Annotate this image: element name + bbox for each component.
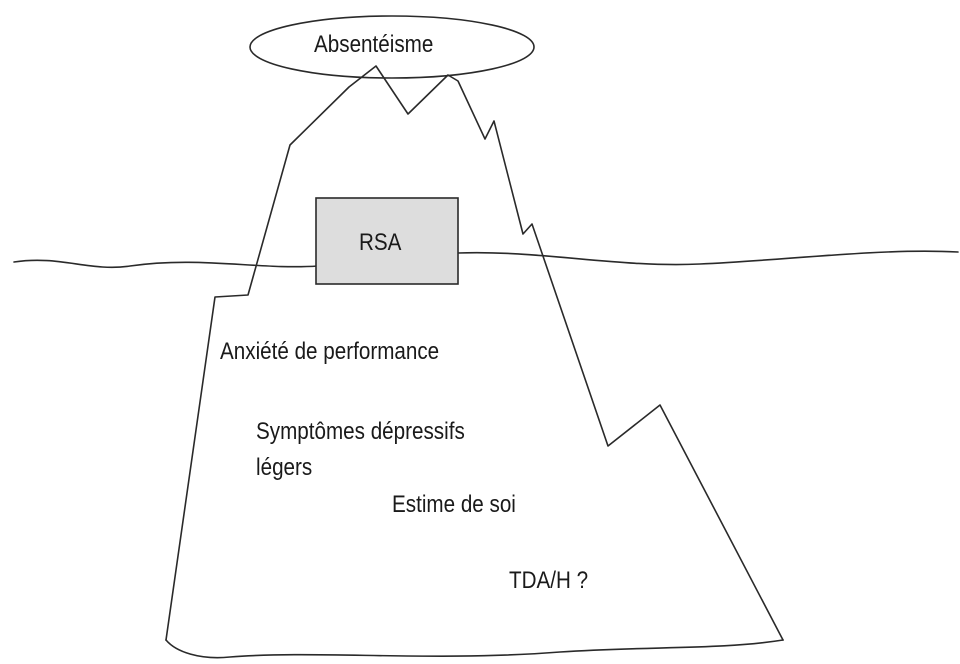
rsa-label: RSA (359, 229, 402, 256)
iceberg-outline (165, 65, 784, 641)
depressive-symptoms-label-line2: légers (256, 454, 313, 481)
water-line (13, 250, 959, 269)
self-esteem-label: Estime de soi (392, 491, 516, 518)
absenteeism-label: Absentéisme (314, 31, 434, 58)
adhd-label: TDA/H ? (509, 567, 589, 594)
depressive-symptoms-label: Symptômes dépressifs (256, 418, 465, 445)
rsa-box (315, 197, 459, 285)
absenteeism-ellipse (249, 15, 535, 79)
anxiety-label: Anxiété de performance (220, 338, 440, 365)
iceberg-base (165, 639, 784, 659)
